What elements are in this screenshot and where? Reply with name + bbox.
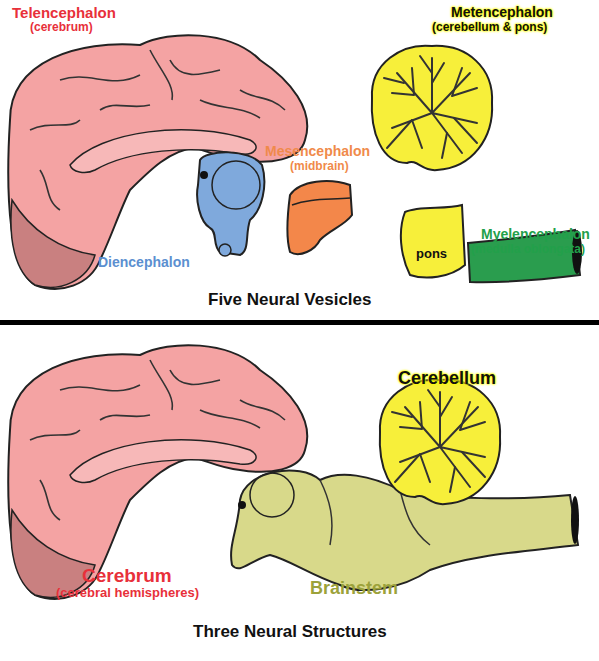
panel-caption: Three Neural Structures bbox=[193, 622, 387, 642]
diencephalon-drawing bbox=[197, 152, 264, 256]
region-subtitle: (cerebellum & pons) bbox=[432, 21, 547, 35]
region-name: Diencephalon bbox=[98, 254, 190, 270]
panel-caption: Five Neural Vesicles bbox=[208, 290, 372, 310]
region-subtitle: (medulla oblongata) bbox=[471, 243, 585, 257]
structure-name: Cerebellum bbox=[398, 368, 496, 389]
pons-drawing bbox=[401, 205, 465, 278]
panel-divider bbox=[0, 320, 599, 325]
region-name: Mesencephalon bbox=[265, 143, 370, 159]
region-name: Myelencephalon bbox=[481, 226, 590, 242]
region-name: Telencephalon bbox=[12, 4, 116, 21]
cerebellum-drawing bbox=[380, 380, 500, 504]
region-name: Metencephalon bbox=[451, 4, 553, 20]
structure-subtitle: (cerebral hemispheres) bbox=[56, 586, 199, 601]
mesencephalon-drawing bbox=[287, 181, 352, 254]
region-subtitle: (cerebrum) bbox=[30, 21, 93, 35]
cerebrum-drawing bbox=[8, 35, 307, 289]
cerebrum-drawing bbox=[8, 345, 307, 599]
cerebellum-drawing bbox=[372, 46, 492, 170]
structure-name: Cerebrum bbox=[82, 565, 172, 587]
region-name: pons bbox=[416, 247, 447, 262]
structure-name: Brainstem bbox=[310, 578, 398, 599]
region-subtitle: (midbrain) bbox=[290, 160, 349, 174]
